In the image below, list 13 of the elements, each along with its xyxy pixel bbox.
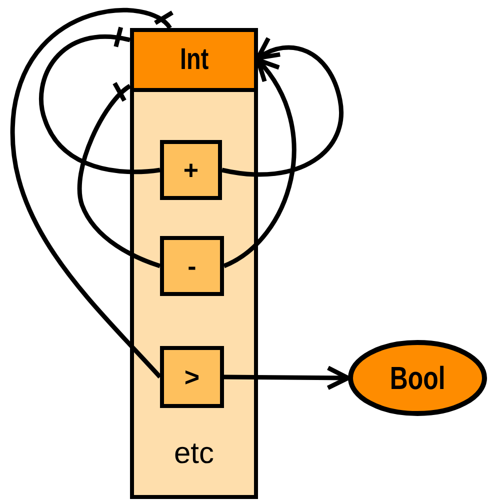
connector — [222, 36, 344, 177]
body-text: etc — [172, 437, 216, 471]
connector — [222, 58, 296, 268]
type-header: Int — [134, 32, 254, 92]
operator-box: - — [160, 236, 224, 296]
type-box — [130, 28, 258, 499]
connector — [77, 82, 161, 268]
connector — [224, 366, 350, 390]
type-ellipse: Bool — [348, 340, 487, 416]
operator-box: > — [160, 346, 224, 408]
connector — [10, 8, 172, 379]
operator-box: + — [160, 140, 222, 200]
connector — [39, 26, 160, 174]
